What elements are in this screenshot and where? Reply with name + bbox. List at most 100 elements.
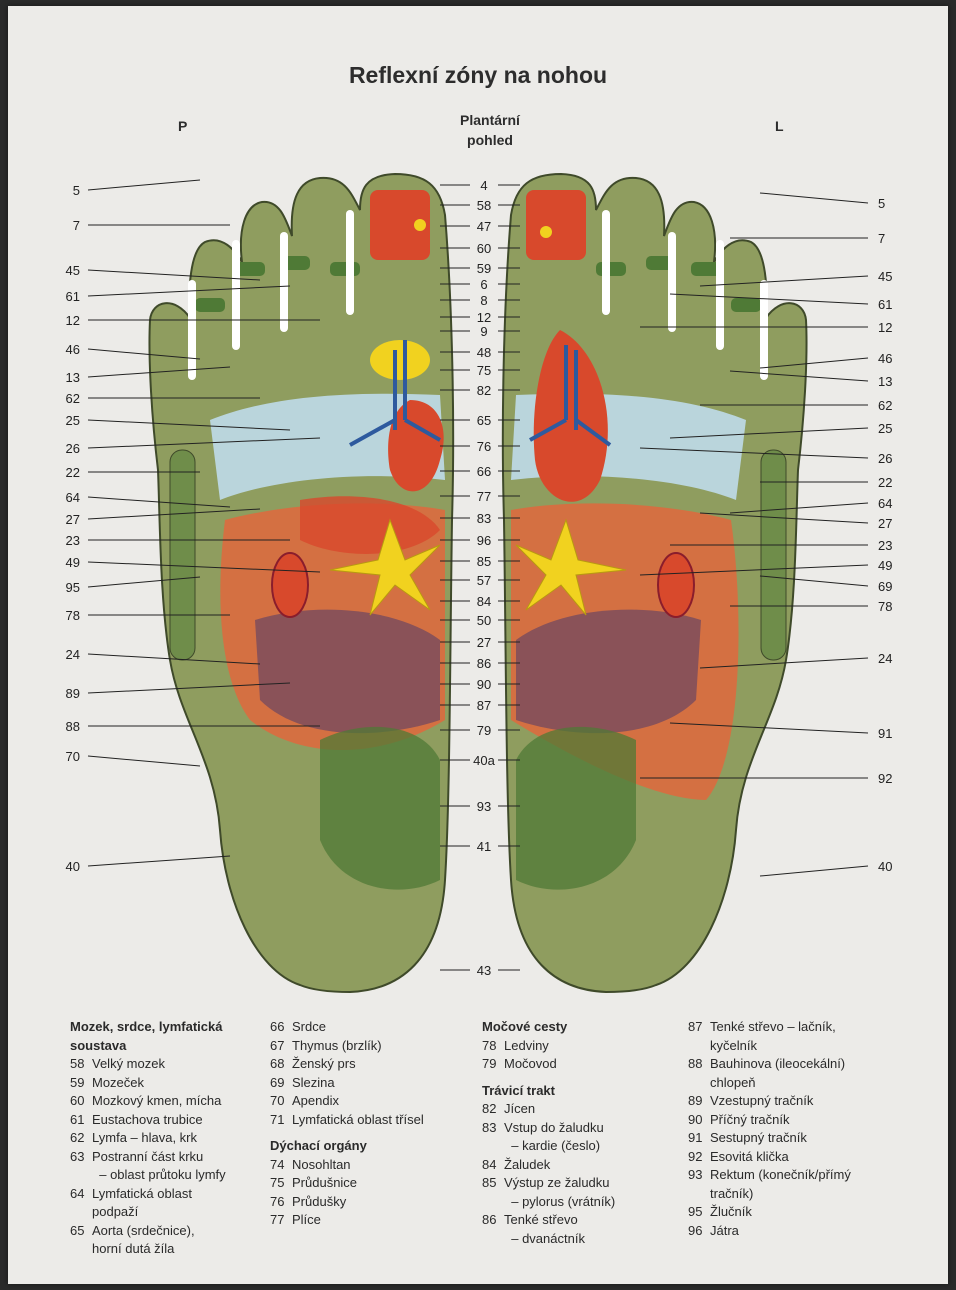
legend-item-text: Sestupný tračník: [710, 1129, 807, 1148]
right-label-22: 22: [878, 475, 892, 490]
legend-item: 74Nosohltan: [270, 1156, 424, 1175]
legend-item-text: Nosohltan: [292, 1156, 351, 1175]
legend-item-number: 68: [270, 1055, 292, 1074]
legend-item-number: 58: [70, 1055, 92, 1074]
legend-item-text: Vstup do žaludku – kardie (česlo): [504, 1119, 604, 1156]
legend-item-number: 83: [482, 1119, 504, 1156]
legend-item-number: 85: [482, 1174, 504, 1211]
left-label-78: 78: [66, 608, 80, 623]
right-label-5: 5: [878, 196, 885, 211]
legend-item-text: Esovitá klička: [710, 1148, 789, 1167]
center-label-41: 41: [477, 839, 491, 854]
center-label-75: 75: [477, 363, 491, 378]
legend-item-text: Ženský prs: [292, 1055, 356, 1074]
legend-item-text: Žlučník: [710, 1203, 752, 1222]
legend-item: 69Slezina: [270, 1074, 424, 1093]
left-label-23: 23: [66, 533, 80, 548]
center-label-6: 6: [480, 277, 487, 292]
left-label-46: 46: [66, 342, 80, 357]
center-label-4: 4: [480, 178, 487, 193]
legend-item-text: Tenké střevo – dvanáctník: [504, 1211, 585, 1248]
legend-item: 61Eustachova trubice: [70, 1111, 226, 1130]
left-label-27: 27: [66, 512, 80, 527]
legend-column: Močové cesty78Ledviny79MočovodTrávicí tr…: [482, 1018, 615, 1248]
legend-item-text: Močovod: [504, 1055, 557, 1074]
left-label-40: 40: [66, 859, 80, 874]
center-label-82: 82: [477, 383, 491, 398]
legend-item: 90Příčný tračník: [688, 1111, 851, 1130]
legend-item: 70Apendix: [270, 1092, 424, 1111]
legend-item-number: 84: [482, 1156, 504, 1175]
center-label-40a: 40a: [473, 753, 495, 768]
right-label-24: 24: [878, 651, 892, 666]
legend-item-text: Výstup ze žaludku – pylorus (vrátník): [504, 1174, 615, 1211]
legend-item-number: 91: [688, 1129, 710, 1148]
legend-item: 68Ženský prs: [270, 1055, 424, 1074]
right-label-25: 25: [878, 421, 892, 436]
center-label-90: 90: [477, 677, 491, 692]
left-label-70: 70: [66, 749, 80, 764]
legend-item: 65Aorta (srdečnice), horní dutá žíla: [70, 1222, 226, 1259]
legend-item: 83Vstup do žaludku – kardie (česlo): [482, 1119, 615, 1156]
legend-item: 84Žaludek: [482, 1156, 615, 1175]
legend-item: 76Průdušky: [270, 1193, 424, 1212]
right-label-7: 7: [878, 231, 885, 246]
legend-item: 59Mozeček: [70, 1074, 226, 1093]
center-label-84: 84: [477, 594, 491, 609]
right-label-69: 69: [878, 579, 892, 594]
right-foot-heel-zone: [320, 727, 440, 890]
legend-item: 89Vzestupný tračník: [688, 1092, 851, 1111]
legend-item-text: Lymfatická oblast podpaží: [92, 1185, 192, 1222]
center-label-93: 93: [477, 799, 491, 814]
center-label-43: 43: [477, 963, 491, 978]
center-label-87: 87: [477, 698, 491, 713]
center-label-83: 83: [477, 511, 491, 526]
center-label-48: 48: [477, 345, 491, 360]
right-label-61: 61: [878, 297, 892, 312]
legend-item-number: 70: [270, 1092, 292, 1111]
legend-item-number: 65: [70, 1222, 92, 1259]
center-label-58: 58: [477, 198, 491, 213]
legend-item-text: Mozkový kmen, mícha: [92, 1092, 221, 1111]
center-label-96: 96: [477, 533, 491, 548]
center-label-9: 9: [480, 324, 487, 339]
legend-item-text: Eustachova trubice: [92, 1111, 203, 1130]
center-label-79: 79: [477, 723, 491, 738]
left-label-61: 61: [66, 289, 80, 304]
center-label-57: 57: [477, 573, 491, 588]
legend-column: 66Srdce67Thymus (brzlík)68Ženský prs69Sl…: [270, 1018, 424, 1230]
center-label-66: 66: [477, 464, 491, 479]
legend-item-number: 64: [70, 1185, 92, 1222]
center-label-59: 59: [477, 261, 491, 276]
legend-item-text: Játra: [710, 1222, 739, 1241]
legend-item-number: 60: [70, 1092, 92, 1111]
center-label-12: 12: [477, 310, 491, 325]
right-label-40: 40: [878, 859, 892, 874]
right-label-45: 45: [878, 269, 892, 284]
right-foot-pituitary: [414, 219, 426, 231]
center-label-77: 77: [477, 489, 491, 504]
legend-item: 85Výstup ze žaludku – pylorus (vrátník): [482, 1174, 615, 1211]
legend-item-text: Thymus (brzlík): [292, 1037, 382, 1056]
right-foot-kidney: [272, 553, 308, 617]
legend-item: 88Bauhinova (ileocekální) chlopeň: [688, 1055, 851, 1092]
right-label-5-leader: [760, 193, 868, 203]
left-label-13: 13: [66, 370, 80, 385]
legend-item: 60Mozkový kmen, mícha: [70, 1092, 226, 1111]
right-label-46: 46: [878, 351, 892, 366]
legend-item-text: Srdce: [292, 1018, 326, 1037]
legend-item: 78Ledviny: [482, 1037, 615, 1056]
legend-item-number: 90: [688, 1111, 710, 1130]
legend-item-number: 74: [270, 1156, 292, 1175]
legend-item-number: 78: [482, 1037, 504, 1056]
left-foot-small-intestine: [516, 610, 701, 734]
legend-item-text: Příčný tračník: [710, 1111, 789, 1130]
left-label-49: 49: [66, 555, 80, 570]
